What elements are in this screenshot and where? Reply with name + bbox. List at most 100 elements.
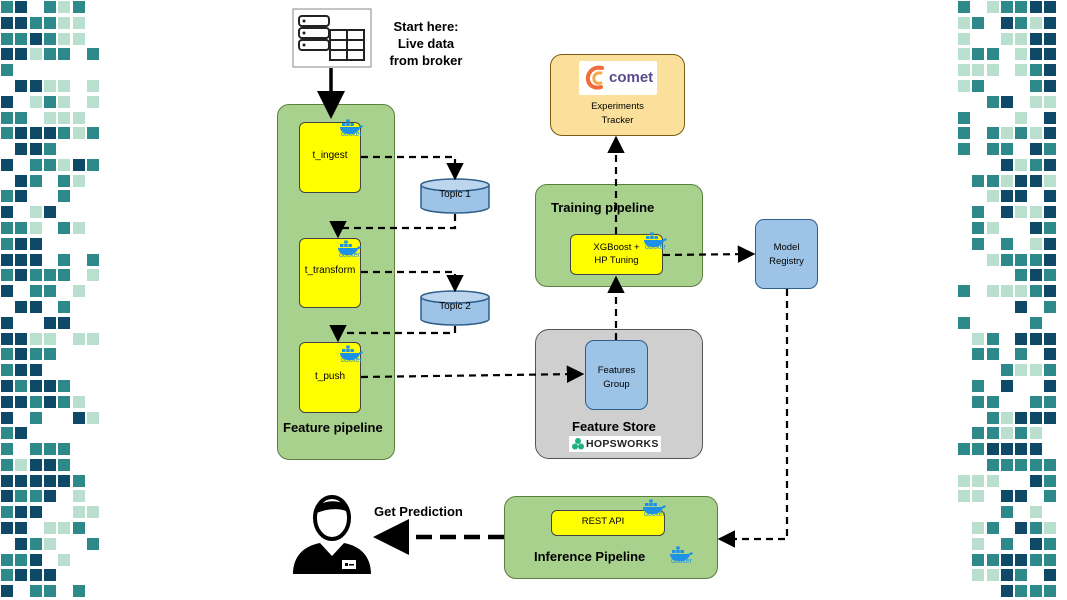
- mosaic-tile: [29, 537, 42, 550]
- mosaic-tile: [29, 143, 42, 156]
- mosaic-tile: [1, 253, 13, 266]
- mosaic-tile: [29, 48, 42, 61]
- mosaic-tile: [1000, 364, 1013, 377]
- mosaic-tile: [72, 332, 85, 345]
- mosaic-tile: [1, 553, 13, 566]
- mosaic-tile: [1029, 143, 1042, 156]
- mosaic-tile: [1043, 285, 1056, 298]
- tracker-line-2: Tracker: [601, 115, 634, 126]
- feature-pipeline-title: Feature pipeline: [283, 420, 383, 435]
- model-registry-box: [755, 219, 818, 289]
- mosaic-tile: [15, 222, 28, 235]
- mosaic-tile: [1000, 143, 1013, 156]
- mosaic-tile: [986, 1, 999, 13]
- mosaic-tile: [972, 474, 985, 487]
- mosaic-tile: [1000, 553, 1013, 566]
- mosaic-tile: [986, 411, 999, 424]
- docker-wordmark: docker: [645, 244, 667, 251]
- mosaic-tile: [1015, 48, 1028, 61]
- mosaic-tile: [29, 443, 42, 456]
- mosaic-tile: [29, 411, 42, 424]
- mosaic-tile: [1029, 537, 1042, 550]
- mosaic-tile: [986, 395, 999, 408]
- mosaic-tile: [1043, 143, 1056, 156]
- mosaic-tile: [1043, 158, 1056, 171]
- mosaic-tile: [29, 158, 42, 171]
- mosaic-tile: [15, 458, 28, 471]
- mosaic-tile: [972, 206, 985, 219]
- mosaic-tile: [58, 443, 71, 456]
- mosaic-tile: [1, 348, 13, 361]
- mosaic-tile: [29, 206, 42, 219]
- mosaic-tile: [43, 537, 56, 550]
- mosaic-tile: [1015, 569, 1028, 582]
- mosaic-tile: [1043, 222, 1056, 235]
- mosaic-tile: [1, 316, 13, 329]
- mosaic-tile: [986, 222, 999, 235]
- mosaic-tile: [86, 506, 99, 519]
- mosaic-tile: [986, 64, 999, 77]
- mosaic-tile: [58, 379, 71, 392]
- topic-1-label: Topic 1: [439, 189, 471, 200]
- mosaic-tile: [1000, 490, 1013, 503]
- mosaic-tile: [1, 522, 13, 535]
- mosaic-tile: [1000, 190, 1013, 203]
- mosaic-tile: [43, 1, 56, 13]
- mosaic-tile: [58, 174, 71, 187]
- comet-wordmark: comet: [609, 69, 654, 86]
- mosaic-tile: [1043, 395, 1056, 408]
- mosaic-tile: [1043, 1, 1056, 13]
- mosaic-tile: [29, 95, 42, 108]
- mosaic-tile: [1029, 253, 1042, 266]
- mosaic-tile: [72, 158, 85, 171]
- mosaic-tile: [15, 301, 28, 313]
- step-t-push-label: t_push: [314, 371, 346, 382]
- mosaic-tile: [72, 111, 85, 124]
- mosaic-tile: [58, 301, 71, 313]
- mosaic-tile: [86, 95, 99, 108]
- mosaic-tile: [1043, 537, 1056, 550]
- mosaic-tile: [1, 158, 13, 171]
- features-group-line-2: Group: [603, 379, 630, 390]
- xgboost-line-2: HP Tuning: [594, 255, 639, 266]
- mosaic-tile: [43, 490, 56, 503]
- docker-badge-training: docker: [642, 231, 668, 253]
- mosaic-tile: [1015, 253, 1028, 266]
- mosaic-tile: [1, 206, 13, 219]
- mosaic-tile: [1000, 1, 1013, 13]
- mosaic-tile: [972, 79, 985, 92]
- mosaic-tile: [1015, 490, 1028, 503]
- mosaic-tile: [1, 32, 13, 45]
- mosaic-tile: [1015, 190, 1028, 203]
- mosaic-tile: [1, 64, 13, 77]
- mosaic-tile: [986, 143, 999, 156]
- mosaic-tile: [43, 569, 56, 582]
- mosaic-tile: [986, 174, 999, 187]
- docker-wordmark: docker: [339, 252, 361, 259]
- start-line-3: from broker: [389, 53, 463, 68]
- mosaic-tile: [43, 348, 56, 361]
- mosaic-tile: [1, 48, 13, 61]
- mosaic-tile: [1, 127, 13, 140]
- mosaic-tile: [1043, 48, 1056, 61]
- mosaic-tile: [29, 301, 42, 313]
- mosaic-tile: [1, 111, 13, 124]
- mosaic-tile: [72, 1, 85, 13]
- start-label: Start here: Live data from broker: [380, 18, 472, 69]
- tracker-line-1: Experiments: [591, 101, 644, 112]
- mosaic-tile: [1029, 1, 1042, 13]
- mosaic-tile: [1043, 411, 1056, 424]
- mosaic-tile: [72, 285, 85, 298]
- experiments-tracker-label: Experiments Tracker: [550, 100, 685, 128]
- mosaic-tile: [86, 79, 99, 92]
- mosaic-tile: [29, 348, 42, 361]
- mosaic-tile: [29, 395, 42, 408]
- mosaic-tile: [1029, 16, 1042, 29]
- mosaic-tile: [43, 143, 56, 156]
- comet-logo: comet: [579, 61, 657, 95]
- get-prediction-label: Get Prediction: [374, 504, 463, 519]
- mosaic-tile: [972, 222, 985, 235]
- mosaic-tile: [43, 16, 56, 29]
- hopsworks-wordmark: HOPSWORKS: [586, 438, 659, 450]
- hopsworks-logo: HOPSWORKS: [569, 436, 661, 452]
